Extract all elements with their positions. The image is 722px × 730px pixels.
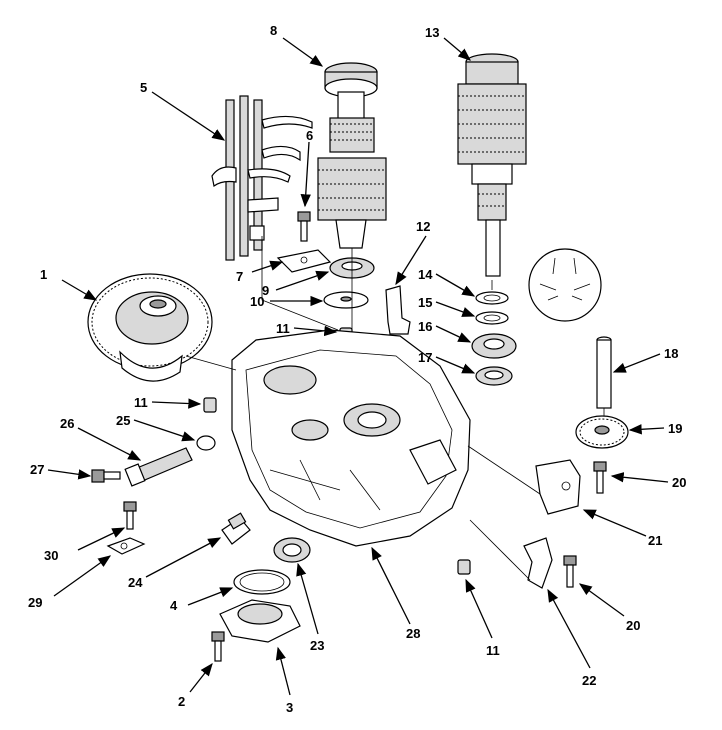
alignment-lines	[185, 236, 605, 581]
part-countershaft	[317, 62, 387, 249]
part-bolt-20-upper	[593, 461, 607, 494]
callout-19: 19	[668, 421, 682, 436]
part-cover-3	[219, 599, 301, 643]
part-lever-22	[523, 537, 553, 589]
callout-20-lower: 20	[626, 618, 640, 633]
shim-detail-inset	[528, 248, 602, 322]
part-dowel-pin-left	[203, 397, 217, 413]
callout-21: 21	[648, 533, 662, 548]
part-washer-15	[475, 311, 509, 325]
callout-11-left: 11	[134, 395, 148, 410]
part-shift-fork-assembly	[211, 95, 313, 261]
part-differential-gear	[87, 273, 213, 382]
callout-26: 26	[60, 416, 74, 431]
part-bearing-16	[471, 333, 517, 359]
part-lever-bracket-21	[535, 459, 581, 515]
callout-3: 3	[286, 700, 293, 715]
callout-22: 22	[582, 673, 596, 688]
callout-9: 9	[262, 283, 269, 298]
callout-5: 5	[140, 80, 147, 95]
part-oil-guide-plate	[323, 291, 369, 309]
part-bolt-27	[91, 469, 121, 483]
callout-15: 15	[418, 295, 432, 310]
callout-28: 28	[406, 626, 420, 641]
callout-2: 2	[178, 694, 185, 709]
callout-30: 30	[44, 548, 58, 563]
part-bolt-6	[297, 211, 311, 242]
callout-10: 10	[250, 294, 264, 309]
callout-11-upper: 11	[276, 321, 290, 336]
callout-14: 14	[418, 267, 433, 282]
callout-7: 7	[236, 269, 243, 284]
part-bracket-29	[106, 537, 146, 555]
callout-4: 4	[170, 598, 178, 613]
callout-labels: 1 2 3 4 5 6 7 8 9 10 11 11 11 12 13 14 1…	[28, 23, 686, 715]
part-mainshaft	[457, 53, 527, 277]
callout-16: 16	[418, 319, 432, 334]
callout-20-upper: 20	[672, 475, 686, 490]
part-gear-19	[575, 415, 629, 449]
part-dowel-pin-lower	[457, 559, 471, 575]
part-bolt-30	[123, 501, 137, 530]
callout-8: 8	[270, 23, 277, 38]
part-o-ring-25	[196, 435, 216, 451]
callout-1: 1	[40, 267, 47, 282]
part-shim-14	[475, 291, 509, 305]
callout-25: 25	[116, 413, 130, 428]
callout-18: 18	[664, 346, 678, 361]
part-bracket-12	[385, 285, 411, 335]
part-shaft-18	[596, 336, 612, 409]
callout-17: 17	[418, 350, 432, 365]
callout-6: 6	[306, 128, 313, 143]
part-plate-7	[276, 249, 332, 273]
callout-13: 13	[425, 25, 439, 40]
callout-11-lower: 11	[486, 643, 500, 658]
part-seal-17	[475, 366, 513, 386]
callout-27: 27	[30, 462, 44, 477]
part-bolt-2	[211, 631, 225, 662]
part-oil-seal-23	[273, 537, 311, 563]
callout-29: 29	[28, 595, 42, 610]
part-sensor-24	[221, 512, 251, 545]
part-o-ring-4	[233, 569, 291, 595]
part-transmission-housing	[231, 329, 471, 547]
callout-24: 24	[128, 575, 143, 590]
callout-leaders	[47, 37, 669, 696]
callout-23: 23	[310, 638, 324, 653]
part-bolt-20-lower	[563, 555, 577, 588]
callout-12: 12	[416, 219, 430, 234]
part-shift-shaft-26	[124, 447, 193, 487]
